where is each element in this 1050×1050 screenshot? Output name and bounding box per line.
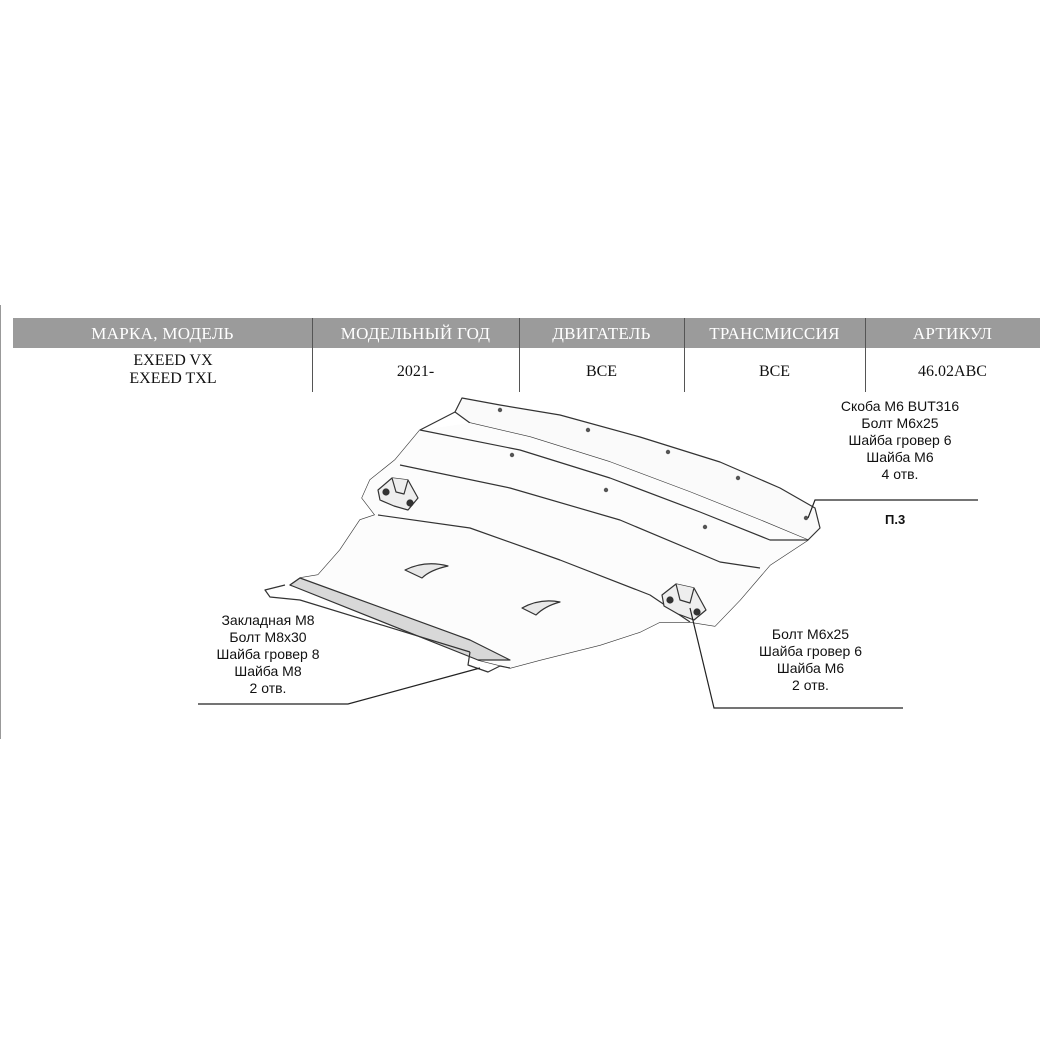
bend-line [399,464,761,569]
mount-hole [803,515,809,521]
mount-hole [509,452,515,458]
callout-line: Шайба М6 [866,449,934,465]
header-model: МАРКА, МОДЕЛЬ [91,324,234,343]
callout-line: Шайба М6 [776,660,845,676]
header-article: АРТИКУЛ [912,324,993,343]
model-line-2: EXEED TXL [129,370,217,387]
callout-bottom-left: Закладная М8 Болт М8х30 Шайба гровер 8 Ш… [198,612,338,697]
article-value: 46.02ABC [918,363,987,380]
column-divider [865,318,866,392]
model-line-1: EXEED VX [133,352,213,369]
column-divider [312,318,313,392]
column-divider [684,318,685,392]
mount-hole [702,524,708,530]
callout-line: 4 отв. [881,466,919,482]
table-header-row: МАРКА, МОДЕЛЬ МОДЕЛЬНЫЙ ГОД ДВИГАТЕЛЬ ТР… [13,318,1040,348]
callout-line: Болт М6х25 [771,626,850,642]
stiffener [521,600,561,616]
callout-line: 2 отв. [792,677,829,693]
engine-value: ВСЕ [585,363,618,380]
mount-hole [585,427,591,433]
bracket-right [661,583,707,621]
mount-hole [603,487,609,493]
callout-line: Закладная М8 [221,612,315,628]
header-transmission: ТРАНСМИССИЯ [709,324,840,343]
model-cell: EXEED VX EXEED TXL [103,352,243,388]
callout-line: Болт М6х25 [861,415,939,431]
bracket-left [377,477,419,511]
leader-line-bottom-right [689,607,903,709]
stiffener [404,563,449,579]
callout-line: Шайба М8 [234,663,302,679]
callout-bottom-right: Болт М6х25 Шайба гровер 6 Шайба М6 2 отв… [748,626,873,694]
callout-line: Болт М8х30 [229,629,307,645]
year-value: 2021- [396,363,435,380]
leader-line-bottom-left [198,667,481,705]
callout-top-right: Скоба М6 BUT316 Болт М6х25 Шайба гровер … [820,398,980,483]
mount-hole [497,407,503,413]
callout-line: 2 отв. [249,680,287,696]
column-divider [519,318,520,392]
callout-line: Шайба гровер 6 [758,643,863,659]
callout-line: Шайба гровер 6 [848,432,952,448]
mount-hole [735,475,741,481]
transmission-value: ВСЕ [758,363,791,380]
frame-left-border [0,305,1,739]
rear-lip [289,577,511,661]
callout-line: Скоба М6 BUT316 [840,398,960,414]
position-label: П.3 [885,512,906,527]
leader-line-top-right [807,499,978,519]
mount-hole [665,449,671,455]
header-year: МОДЕЛЬНЫЙ ГОД [340,324,491,343]
header-engine: ДВИГАТЕЛЬ [552,324,651,343]
callout-line: Шайба гровер 8 [216,646,320,662]
bend-line [419,429,808,541]
